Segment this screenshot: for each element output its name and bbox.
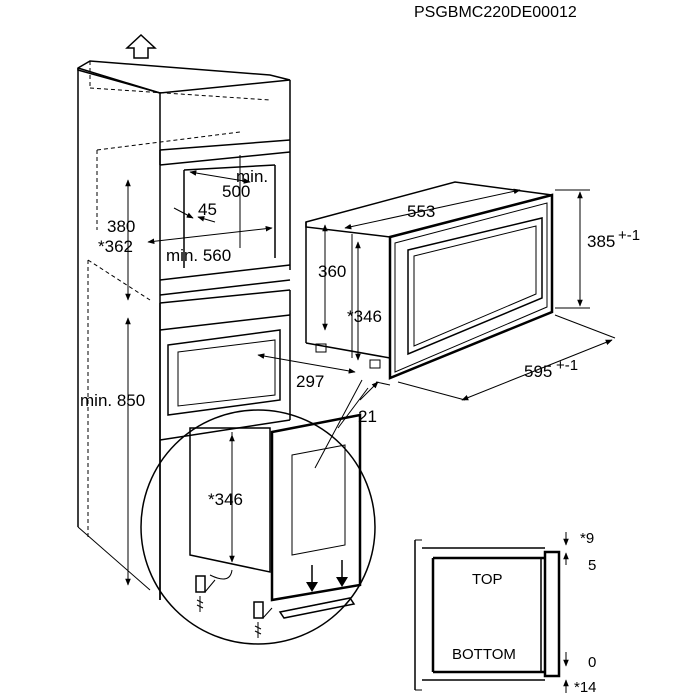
detail-dim-346: *346 — [208, 490, 243, 509]
panel-gap-bottom: *14 — [574, 679, 597, 696]
up-arrow-icon — [125, 33, 157, 59]
tall-cabinet — [77, 60, 291, 600]
dim-min-850: min. 850 — [80, 391, 145, 410]
document-code: PSGBMC220DE00012 — [414, 4, 577, 21]
dim-595-tol: +-1 — [556, 357, 578, 374]
dim-297: 297 — [296, 372, 324, 391]
trim-panel: TOP BOTTOM *9 5 0 *14 — [414, 530, 597, 696]
screw-icon — [195, 575, 273, 638]
panel-gap-top: *9 — [580, 530, 594, 547]
dim-362: *362 — [98, 237, 133, 256]
dim-380: 380 — [107, 217, 135, 236]
panel-offset-top: 5 — [588, 557, 596, 574]
dim-360: 360 — [318, 262, 346, 281]
dim-385: 385 — [587, 232, 615, 251]
dim-553: 553 — [407, 202, 435, 221]
down-arrow-icon — [306, 560, 348, 592]
dim-500: 500 — [222, 182, 250, 201]
cabinet-dimensions: 380 *362 min. 850 min. 500 45 min. 560 — [80, 167, 273, 586]
dim-595: 595 — [524, 362, 552, 381]
bracket-icon — [278, 597, 356, 619]
dim-min-label: min. — [236, 167, 268, 186]
appliance-dimensions: 553 360 *346 297 21 385 +-1 595 +-1 — [257, 188, 640, 426]
detail-callout: *346 — [140, 379, 376, 645]
panel-offset-bottom: 0 — [588, 654, 596, 671]
dim-21: 21 — [358, 407, 377, 426]
dim-min-560: min. 560 — [166, 246, 231, 265]
dim-385-tol: +-1 — [618, 227, 640, 244]
panel-top-label: TOP — [472, 571, 503, 588]
dim-45: 45 — [198, 200, 217, 219]
dim-346: *346 — [347, 307, 382, 326]
panel-bottom-label: BOTTOM — [452, 646, 516, 663]
